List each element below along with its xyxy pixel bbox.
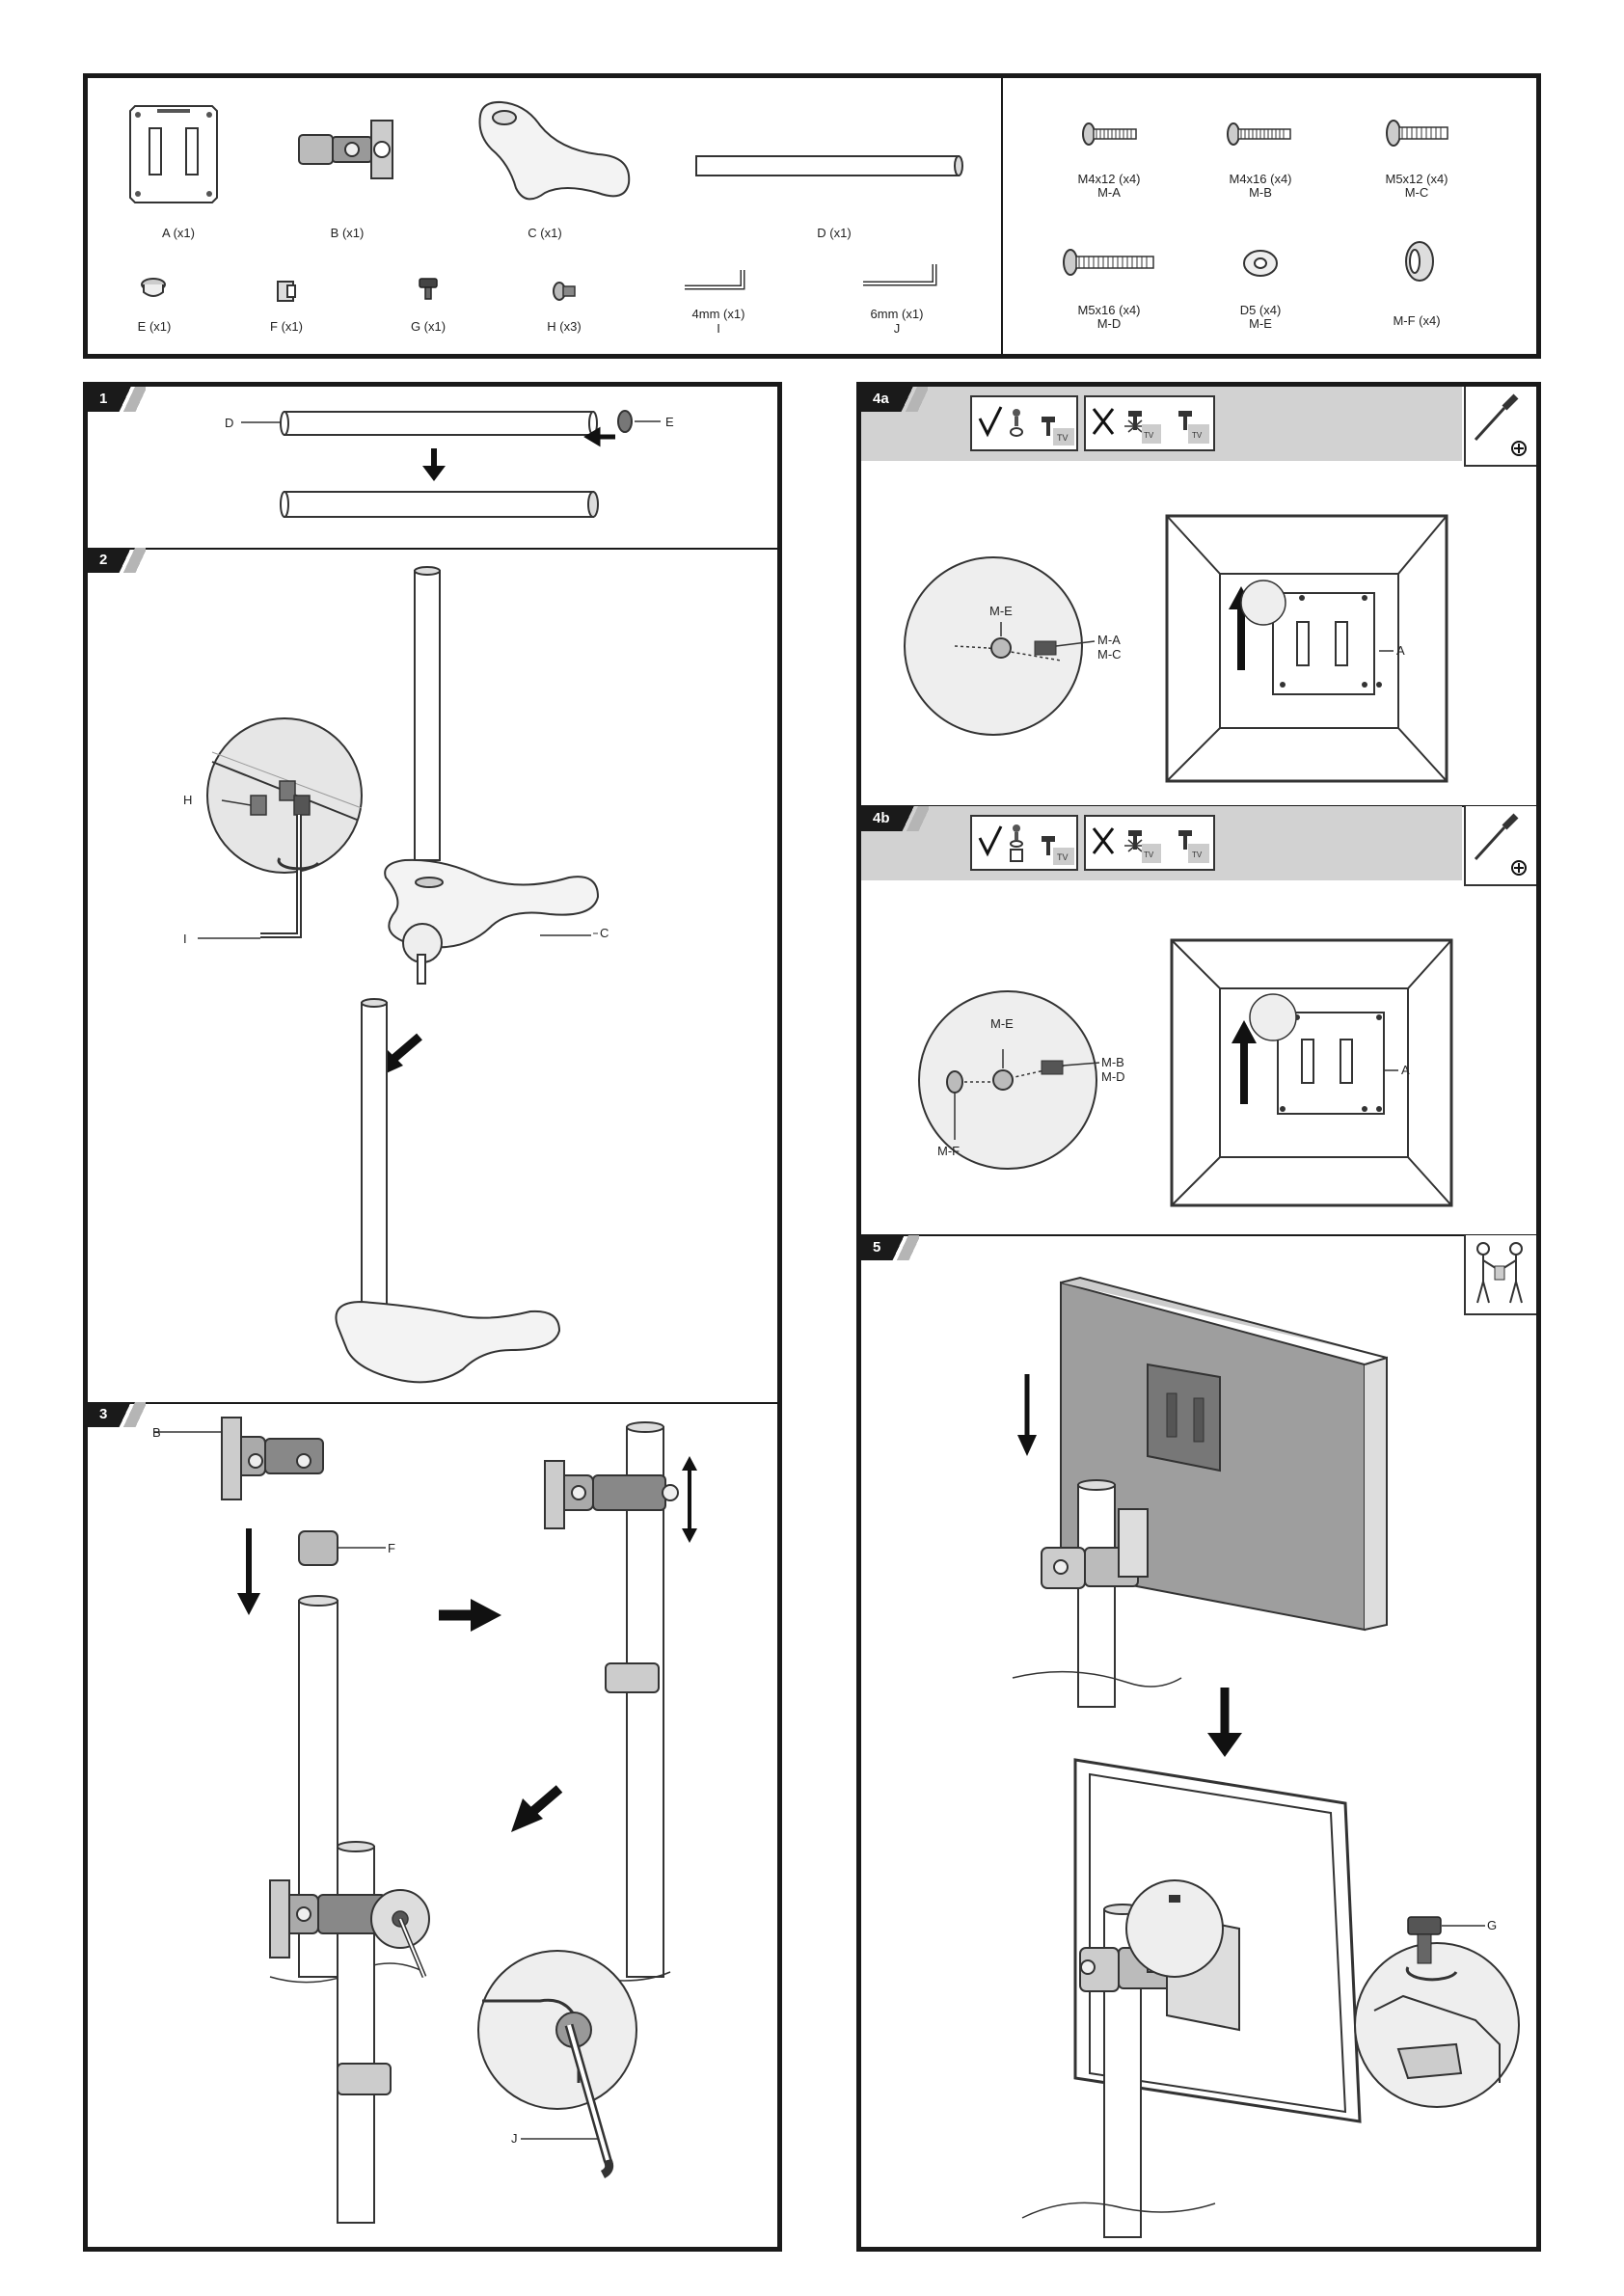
step-5-illustration: G xyxy=(1003,1254,1524,2237)
step-1-divider xyxy=(88,548,777,550)
callout-a: A xyxy=(1401,1063,1410,1077)
step-2-divider xyxy=(88,1402,777,1404)
part-g-label: G (x1) xyxy=(394,319,462,334)
callout-ma: M-A xyxy=(1097,633,1121,647)
step-4a-screwdriver-icon xyxy=(1464,387,1536,467)
part-i-size-label: 4mm (x1) xyxy=(680,307,757,321)
step-1-illustration: D E xyxy=(222,400,685,535)
screw-mb-code: M-B xyxy=(1217,185,1304,200)
part-i-hex-key-icon xyxy=(683,266,752,299)
callout-mf: M-F xyxy=(937,1144,960,1158)
callout-a: A xyxy=(1396,643,1405,658)
step-5-number: 5 xyxy=(861,1235,890,1260)
tv-label: TV xyxy=(1057,433,1069,443)
tv-label: TV xyxy=(1144,851,1154,859)
tv-label: TV xyxy=(1192,431,1203,440)
washer-me-size: D5 (x4) xyxy=(1217,303,1304,317)
callout-c: C xyxy=(600,926,609,940)
step-4a-illustration: M-E M-A M-C A xyxy=(897,501,1475,791)
screw-md-icon xyxy=(1062,247,1158,278)
screw-mc-size: M5x12 (x4) xyxy=(1373,172,1460,186)
callout-j: J xyxy=(511,2131,518,2146)
part-e-label: E (x1) xyxy=(121,319,188,334)
step-4a-tab: 4a xyxy=(861,387,928,412)
step-4b-screwdriver-icon xyxy=(1464,806,1536,886)
part-b-label: B (x1) xyxy=(313,226,381,240)
part-h-bolt-icon xyxy=(550,278,579,305)
part-f-collar-icon xyxy=(272,278,301,305)
step-1-number: 1 xyxy=(88,387,117,412)
callout-me: M-E xyxy=(990,1016,1014,1031)
part-a-label: A (x1) xyxy=(145,226,212,240)
washer-me-icon xyxy=(1241,247,1280,280)
screw-mc-code: M-C xyxy=(1373,185,1460,200)
tv-label: TV xyxy=(1144,431,1154,440)
part-i-letter-label: I xyxy=(680,321,757,336)
part-j-hex-key-icon xyxy=(861,260,944,297)
screw-ma-icon xyxy=(1081,122,1139,147)
callout-mc: M-C xyxy=(1097,647,1122,662)
screw-ma-code: M-A xyxy=(1066,185,1152,200)
tv-label: TV xyxy=(1192,851,1203,859)
step-2-illustration: I C H xyxy=(174,559,675,1389)
callout-me: M-E xyxy=(989,604,1013,618)
step-3-number: 3 xyxy=(88,1402,117,1427)
spacer-mf-icon xyxy=(1400,237,1439,285)
callout-f: F xyxy=(388,1541,395,1555)
screw-mb-icon xyxy=(1226,122,1293,147)
step-3-illustration: B F J xyxy=(145,1408,685,2237)
step-4b-incorrect-icon: TV TV xyxy=(1084,815,1215,871)
step-4a-correct-icon: TV xyxy=(970,395,1078,451)
part-b-bracket-icon xyxy=(289,116,405,188)
spacer-mf-label: M-F (x4) xyxy=(1373,313,1460,328)
step-4a-incorrect-icon: TV TV xyxy=(1084,395,1215,451)
part-d-label: D (x1) xyxy=(800,226,868,240)
callout-g: G xyxy=(1487,1918,1497,1932)
washer-me-code: M-E xyxy=(1217,316,1304,331)
screw-md-size: M5x16 (x4) xyxy=(1066,303,1152,317)
step-4b-tab: 4b xyxy=(861,806,929,831)
part-c-label: C (x1) xyxy=(511,226,579,240)
tv-label: TV xyxy=(1057,852,1069,862)
part-j-letter-label: J xyxy=(858,321,935,336)
step-4b-divider xyxy=(861,1234,1536,1236)
part-c-base-icon xyxy=(473,96,636,212)
step-1-tab: 1 xyxy=(88,387,146,412)
step-5-tab: 5 xyxy=(861,1235,919,1260)
part-d-pole-icon xyxy=(694,152,964,181)
callout-mb: M-B xyxy=(1101,1055,1124,1069)
part-j-size-label: 6mm (x1) xyxy=(858,307,935,321)
step-4a-number: 4a xyxy=(861,387,899,412)
step-2-number: 2 xyxy=(88,548,117,573)
screw-md-code: M-D xyxy=(1066,316,1152,331)
screw-mb-size: M4x16 (x4) xyxy=(1217,172,1304,186)
callout-i: I xyxy=(183,932,187,946)
callout-h: H xyxy=(183,793,192,807)
step-3-tab: 3 xyxy=(88,1402,146,1427)
part-h-label: H (x3) xyxy=(530,319,598,334)
callout-d: D xyxy=(225,416,233,430)
part-f-label: F (x1) xyxy=(253,319,320,334)
callout-b: B xyxy=(152,1425,161,1440)
screw-ma-size: M4x12 (x4) xyxy=(1066,172,1152,186)
part-a-vesa-plate-icon xyxy=(121,101,227,207)
step-4b-correct-icon: TV xyxy=(970,815,1078,871)
callout-e: E xyxy=(665,415,674,429)
step-4b-illustration: M-E M-B M-D M-F A xyxy=(897,926,1475,1215)
part-e-cap-icon xyxy=(139,275,168,302)
callout-md: M-D xyxy=(1101,1069,1125,1084)
screw-mc-icon xyxy=(1385,118,1452,149)
step-2-tab: 2 xyxy=(88,548,146,573)
step-4b-number: 4b xyxy=(861,806,900,831)
parts-divider xyxy=(1001,78,1003,354)
part-g-knob-icon xyxy=(414,275,443,304)
